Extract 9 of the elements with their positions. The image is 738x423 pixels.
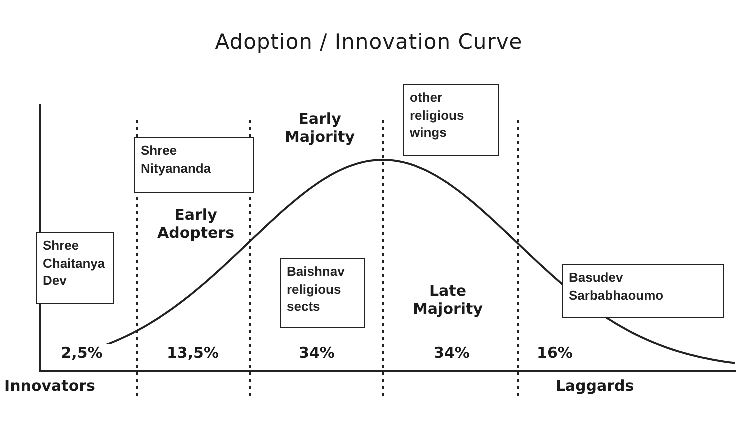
text-box: Shree Nityananda [134, 137, 254, 193]
text-box: Shree Chaitanya Dev [36, 232, 114, 304]
segment-label: Early Adopters [156, 206, 236, 242]
chart-title: Adoption / Innovation Curve [214, 30, 524, 54]
text-box: other religious wings [403, 84, 499, 156]
text-box: Basudev Sarbabhaoumo [562, 264, 724, 318]
text-box: Baishnav religious sects [280, 258, 365, 328]
segment-label: Late Majority [412, 282, 484, 318]
segment-label: Early Majority [284, 110, 356, 146]
